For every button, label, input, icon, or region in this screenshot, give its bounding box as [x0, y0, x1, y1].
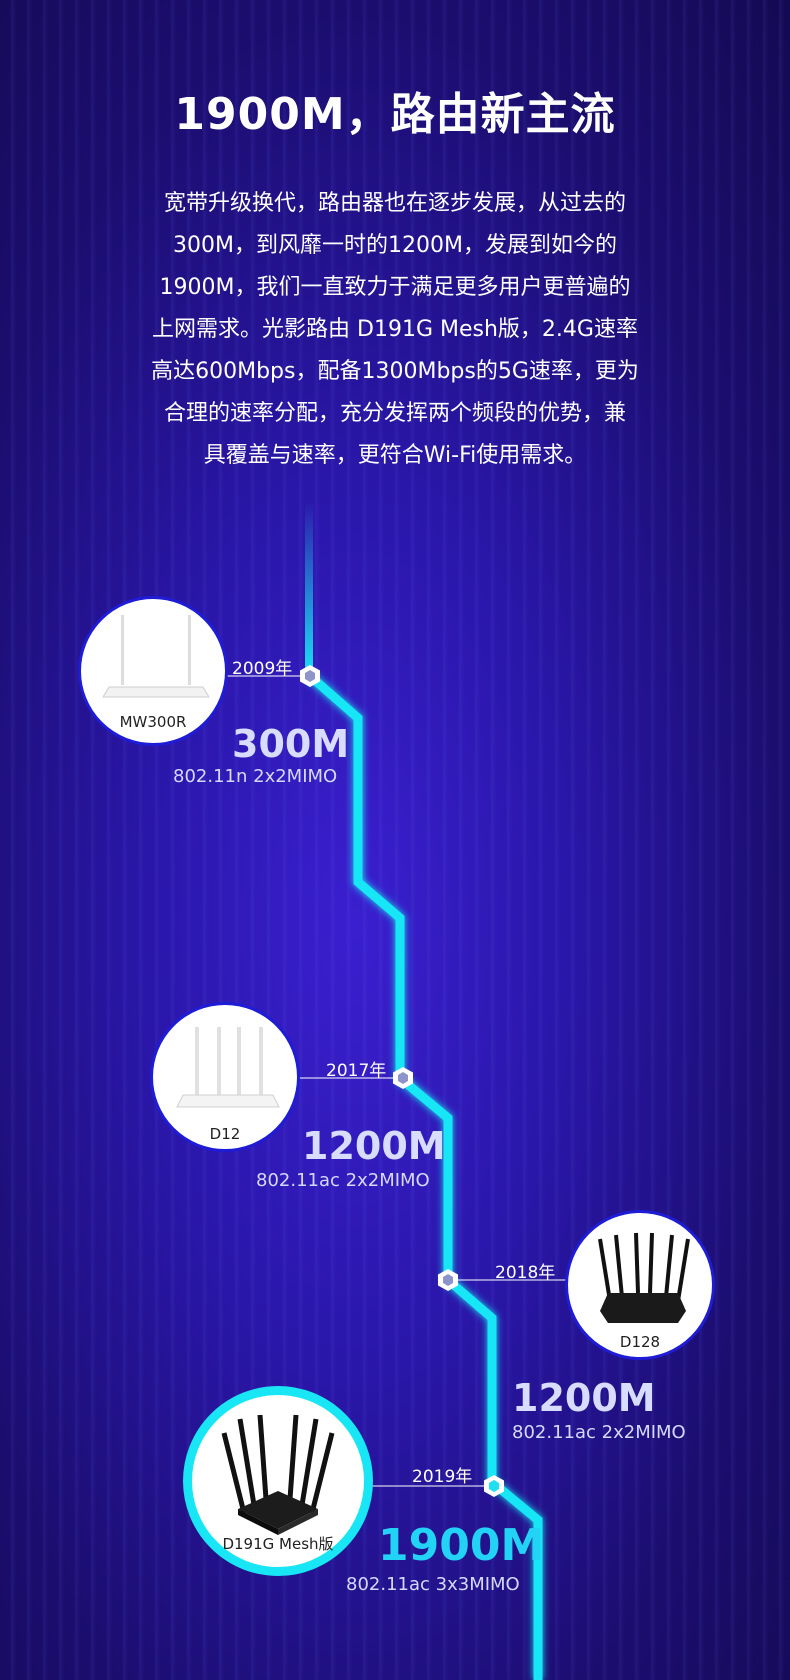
timeline-year: 2017年 — [326, 1061, 387, 1081]
timeline-spec: 802.11n 2x2MIMO — [173, 766, 338, 787]
description-line: 高达600Mbps，配备1300Mbps的5G速率，更为 — [151, 359, 639, 384]
timeline-speed: 1200M — [302, 1124, 446, 1168]
white-router-icon — [176, 1027, 280, 1108]
router-image-d12: D12 — [150, 1002, 300, 1152]
description-line: 合理的速率分配，充分发挥两个频段的优势，兼 — [163, 401, 626, 426]
router-model-label: D12 — [209, 1125, 241, 1143]
hexagon-node-icon — [438, 1269, 458, 1291]
router-image-mw300r: MW300R — [78, 596, 228, 746]
black-router-icon — [598, 1232, 690, 1323]
hexagon-node-icon — [300, 665, 320, 687]
page-title: 1900M，路由新主流 — [174, 89, 616, 140]
white-router-icon — [102, 615, 210, 698]
router-model-label: D128 — [619, 1333, 661, 1351]
description-line: 上网需求。光影路由 D191G Mesh版，2.4G速率 — [152, 317, 638, 342]
hexagon-node-icon — [393, 1067, 413, 1089]
description-line: 具覆盖与速率，更符合Wi-Fi使用需求。 — [203, 443, 587, 468]
timeline-speed: 300M — [232, 722, 350, 766]
description-line: 300M，到风靡一时的1200M，发展到如今的 — [173, 233, 617, 258]
timeline-year: 2009年 — [232, 659, 293, 679]
timeline-speed: 1200M — [512, 1376, 656, 1420]
description-line: 宽带升级换代，路由器也在逐步发展，从过去的 — [163, 191, 626, 216]
timeline-speed-highlight: 1900M — [378, 1520, 545, 1571]
timeline-year: 2018年 — [495, 1263, 556, 1283]
timeline-fade-segment — [305, 500, 313, 680]
description-line: 1900M，我们一直致力于满足更多用户更普遍的 — [159, 275, 631, 300]
router-model-label: MW300R — [119, 713, 187, 731]
timeline-spec: 802.11ac 2x2MIMO — [256, 1170, 430, 1191]
router-image-d128: D128 — [565, 1210, 715, 1360]
router-model-label: D191G Mesh版 — [222, 1535, 334, 1553]
timeline-spec: 802.11ac 2x2MIMO — [512, 1422, 686, 1443]
router-image-d191g-mesh: D191G Mesh版 — [183, 1386, 373, 1576]
timeline-year: 2019年 — [412, 1467, 473, 1487]
timeline-spec: 802.11ac 3x3MIMO — [346, 1574, 520, 1595]
black-router-icon — [221, 1414, 335, 1535]
hexagon-node-icon — [484, 1475, 504, 1497]
timeline-line — [307, 672, 543, 1680]
description: 宽带升级换代，路由器也在逐步发展，从过去的 300M，到风靡一时的1200M，发… — [105, 183, 685, 477]
